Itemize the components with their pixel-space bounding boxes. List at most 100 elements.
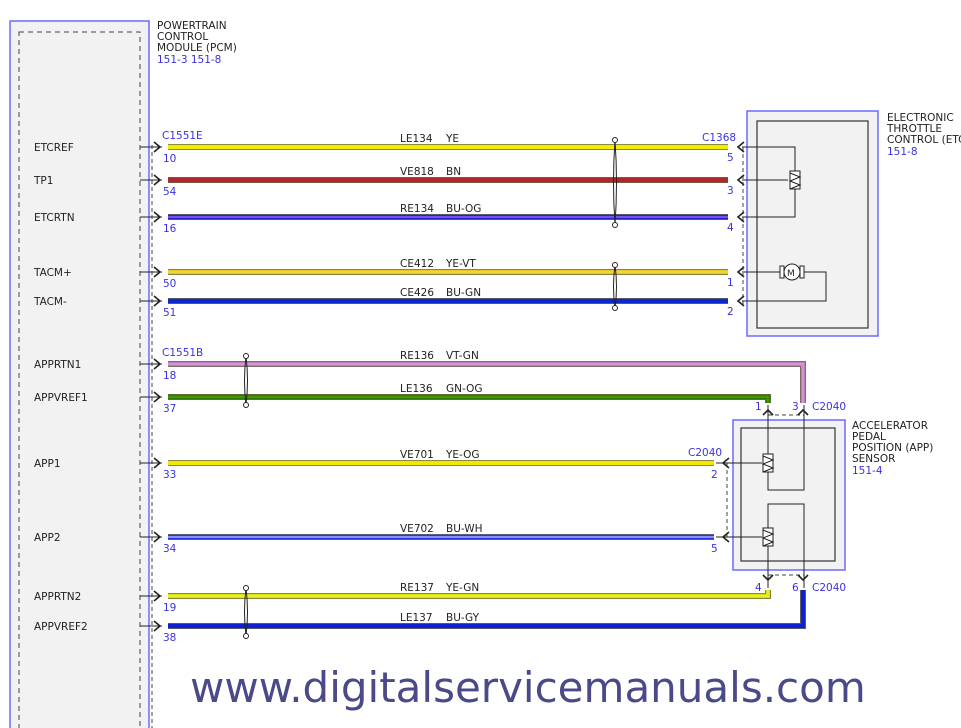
throttle-motor-icon xyxy=(742,263,827,302)
far-pin-number: 3 xyxy=(792,401,799,413)
far-pin-number: 5 xyxy=(727,152,734,164)
pcm-pin-label: APPRTN2 xyxy=(34,591,81,603)
wire-stripe xyxy=(168,363,804,403)
pcm-pin-arrow-icon xyxy=(153,295,162,307)
pcm-pin-label: APPRTN1 xyxy=(34,359,81,371)
app-sensor-track-2-icon xyxy=(727,503,805,588)
wire-circuit-id: CE412 xyxy=(400,258,434,270)
etc-pin-arrow-icon xyxy=(736,266,745,278)
twisted-pair-icon xyxy=(243,353,249,408)
throttle-position-potentiometer-icon xyxy=(742,146,802,218)
far-pin-number: 5 xyxy=(711,543,718,555)
pcm-connector-lower[interactable]: C1551B xyxy=(162,347,203,359)
far-pin-number: 4 xyxy=(727,222,734,234)
pcm-pin-label: APP1 xyxy=(34,458,61,470)
app-ref-link[interactable]: 151-4 xyxy=(852,465,883,477)
wire-color-code: BU-GY xyxy=(446,612,480,624)
pcm-pin-label: ETCREF xyxy=(34,142,74,154)
wire-circuit-id: LE137 xyxy=(400,612,433,624)
app-connector-top[interactable]: C2040 xyxy=(812,401,846,413)
app-title-1: ACCELERATOR xyxy=(852,420,928,432)
wire-color-code: YE-OG xyxy=(445,449,480,461)
pcm-pin-number: 54 xyxy=(163,186,177,198)
pcm-pin-number: 37 xyxy=(163,403,176,415)
etc-ref-link[interactable]: 151-8 xyxy=(887,146,918,158)
wire-circuit-id: VE702 xyxy=(400,523,434,535)
pcm-pin-label: TACM- xyxy=(33,296,67,308)
pcm-pin-arrow-icon xyxy=(153,266,162,278)
pcm-inner-dashed xyxy=(18,31,141,728)
pcm-pin-number: 51 xyxy=(163,307,176,319)
app-title-4: SENSOR xyxy=(852,453,895,465)
wire-color-code: BU-GN xyxy=(446,287,481,299)
etc-title-3: CONTROL (ETC xyxy=(887,134,961,146)
etc-pin-arrow-icon xyxy=(736,211,745,223)
etc-title-2: THROTTLE xyxy=(886,123,942,135)
pcm-title-1: POWERTRAIN xyxy=(157,20,227,32)
twisted-pair-icon xyxy=(243,585,249,639)
etc-inner-box xyxy=(756,120,869,329)
wire-circuit-id: LE134 xyxy=(400,133,433,145)
twisted-pair-markers xyxy=(243,137,618,639)
wire-color-code: BU-WH xyxy=(446,523,483,535)
far-pin-number: 3 xyxy=(727,185,734,197)
pcm-pin-number: 33 xyxy=(163,469,176,481)
etc-pin-arrow-icon xyxy=(736,295,745,307)
watermark: www.digitalservicemanuals.com xyxy=(190,663,866,712)
app-inner-box xyxy=(740,427,836,562)
wire-color-code: YE xyxy=(445,133,459,145)
pcm-pin-label: ETCRTN xyxy=(34,212,75,224)
pcm-connector-upper[interactable]: C1551E xyxy=(162,130,203,142)
app-connector-bottom[interactable]: C2040 xyxy=(812,582,846,594)
far-pin-number: 2 xyxy=(727,306,734,318)
pcm-pin-arrow-icon xyxy=(153,590,162,602)
wire-stripe xyxy=(168,590,769,597)
pcm-pin-label: TACM+ xyxy=(33,267,72,279)
app-connector-side[interactable]: C2040 xyxy=(688,447,722,459)
motor-symbol-label: M xyxy=(787,269,795,279)
app-pin-arrow-icon xyxy=(797,408,809,416)
wire-circuit-id: RE134 xyxy=(400,203,434,215)
wire-circuit-id: VE818 xyxy=(400,166,434,178)
app-title-3: POSITION (APP) xyxy=(852,442,933,454)
pcm-pin-label: APP2 xyxy=(34,532,61,544)
etc-module-box xyxy=(746,110,879,337)
pcm-pin-arrow-icon xyxy=(153,211,162,223)
wire-stripe xyxy=(168,590,804,627)
pcm-title-2: CONTROL xyxy=(157,31,208,43)
wire-circuit-id: LE136 xyxy=(400,383,433,395)
pcm-pin-number: 19 xyxy=(163,602,176,614)
pcm-title-3: MODULE (PCM) xyxy=(157,42,237,54)
pcm-pin-arrow-icon xyxy=(153,141,162,153)
pcm-module-box xyxy=(9,20,150,728)
wire-color-code: VT-GN xyxy=(446,350,479,362)
etc-connector[interactable]: C1368 xyxy=(702,132,736,144)
pcm-pin-label: APPVREF1 xyxy=(34,392,88,404)
app-sensor-box xyxy=(732,419,846,571)
wire-ve702[interactable]: APP2 34 VE702 BU-WH 5 xyxy=(34,523,730,555)
pcm-pin-number: 18 xyxy=(163,370,176,382)
twisted-pair-icon xyxy=(612,262,618,311)
far-pin-number: 2 xyxy=(711,469,718,481)
pcm-pin-number: 34 xyxy=(163,543,177,555)
pcm-ref-link[interactable]: 151-3 151-8 xyxy=(157,54,221,66)
etc-pin-arrow-icon xyxy=(736,141,745,153)
pcm-pin-label: APPVREF2 xyxy=(34,621,88,633)
pcm-pin-arrow-icon xyxy=(153,531,162,543)
far-pin-number: 1 xyxy=(755,401,762,413)
wire-color-code: YE-GN xyxy=(445,582,479,594)
etc-pin-arrow-icon xyxy=(736,174,745,186)
twisted-pair-icon xyxy=(612,137,618,228)
